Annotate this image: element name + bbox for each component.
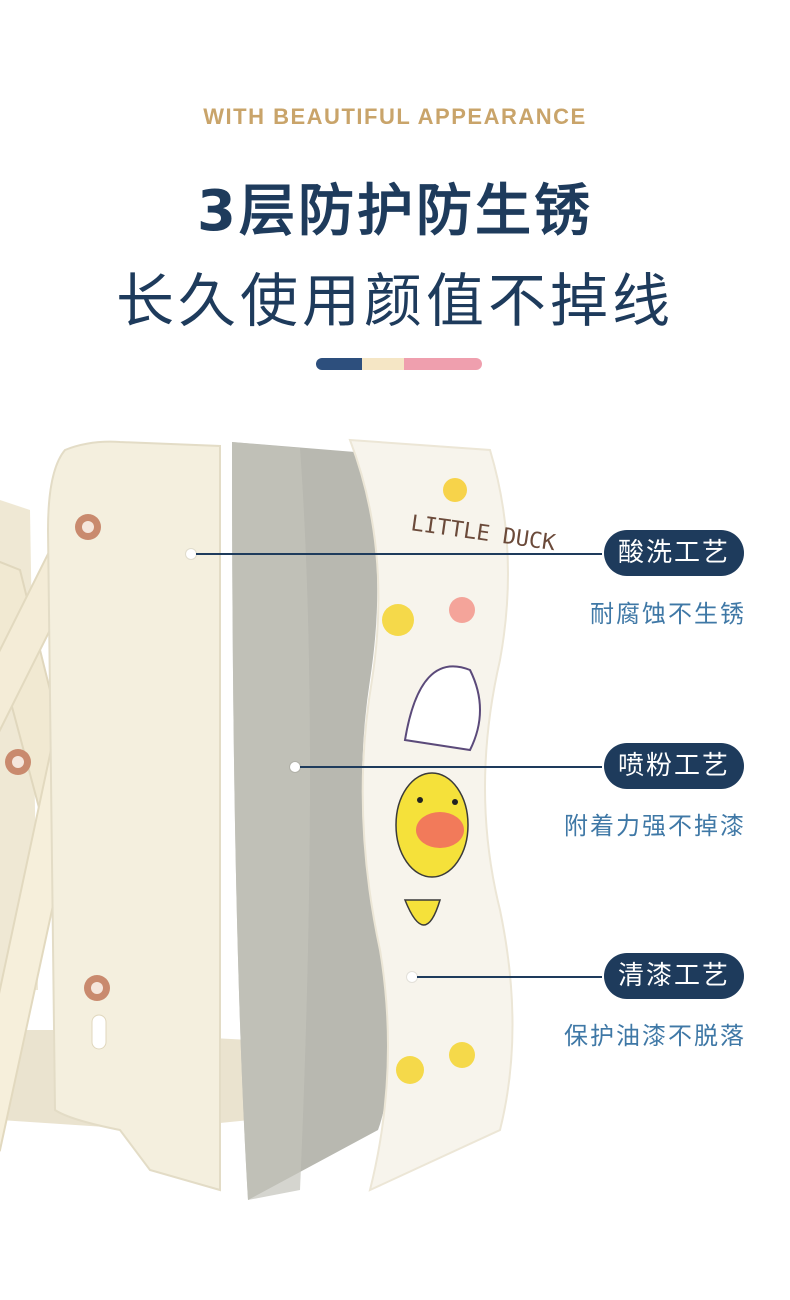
color-bar-pink (404, 358, 482, 370)
leader-dot-3 (407, 972, 417, 982)
feature-badge-1: 酸洗工艺 (603, 530, 744, 576)
slot-hole (91, 1014, 107, 1050)
leader-line-3 (417, 976, 602, 978)
page-title: 3层防护防生锈 (197, 179, 593, 244)
leader-dot-2 (290, 762, 300, 772)
subtitle-en: WITH BEAUTIFUL APPEARANCE (203, 104, 587, 129)
color-bar-cream (362, 358, 410, 370)
feature-desc-2: 附着力强不掉漆 (564, 812, 746, 840)
bookend-product-illustration: LITTLE DUCK (0, 438, 558, 1200)
feature-badge-3: 清漆工艺 (603, 953, 744, 999)
leader-dot-1 (186, 549, 196, 559)
feature-badge-2: 喷粉工艺 (603, 743, 744, 789)
page-subtitle: 长久使用颜值不掉线 (115, 267, 674, 335)
color-bar-navy (316, 358, 366, 370)
leader-line-1 (196, 553, 602, 555)
bookend-front-plate (46, 440, 221, 1192)
feature-desc-1: 耐腐蚀不生锈 (590, 600, 746, 628)
feature-desc-3: 保护油漆不脱落 (564, 1022, 746, 1050)
rivets (5, 514, 110, 1001)
leader-line-2 (300, 766, 602, 768)
duck-print: LITTLE DUCK (382, 478, 558, 1084)
